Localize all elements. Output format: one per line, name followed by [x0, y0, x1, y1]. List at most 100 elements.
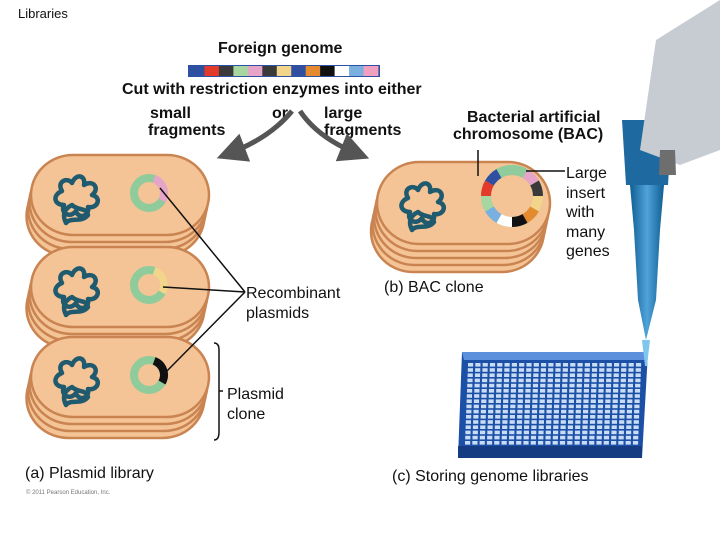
plate-well — [577, 363, 583, 367]
plate-well — [489, 373, 495, 377]
plate-well — [620, 373, 627, 377]
plate-well — [488, 394, 494, 398]
copyright-text: © 2011 Pearson Education, Inc. — [26, 490, 111, 496]
plate-well — [599, 368, 605, 372]
plate-well — [597, 420, 603, 424]
plate-well — [577, 373, 583, 377]
plate-well — [531, 415, 537, 419]
plate-well — [569, 394, 575, 398]
plate-well — [618, 441, 624, 445]
genome-segment — [363, 66, 379, 76]
plate-well — [568, 409, 574, 414]
plate-well — [584, 378, 590, 383]
plate-well — [480, 420, 486, 424]
plate-well — [612, 399, 618, 403]
plate-well — [475, 368, 481, 372]
plate-well — [605, 383, 612, 388]
small-fragments-label: small fragments fragments — [148, 105, 226, 139]
plate-well — [494, 430, 500, 435]
plate-well — [619, 404, 625, 409]
plate-well — [538, 420, 544, 424]
plate-well — [555, 373, 561, 377]
plate-well — [481, 394, 487, 398]
plate-well — [633, 430, 639, 435]
recombinant-leader-lines — [159, 187, 246, 377]
plate-well — [504, 363, 510, 367]
genome-segment — [218, 66, 234, 76]
plate-well — [488, 404, 494, 409]
plate-well — [584, 383, 590, 388]
plate-well — [472, 435, 478, 440]
plate-well — [627, 404, 633, 409]
genome-segment — [276, 66, 292, 76]
plate-well — [540, 383, 546, 388]
plate-well — [501, 430, 508, 435]
plate-well — [531, 409, 538, 414]
plate-well — [473, 420, 479, 424]
plate-well — [633, 435, 639, 440]
microtiter-plate — [458, 352, 648, 458]
plate-well — [548, 368, 554, 372]
plate-well — [633, 420, 639, 424]
plate-well — [494, 425, 500, 429]
plate-well — [598, 399, 604, 403]
plate-well — [501, 441, 507, 445]
plate-well — [625, 435, 631, 440]
plate-well — [553, 425, 559, 429]
plate-well — [596, 430, 602, 435]
plate-well — [523, 430, 529, 435]
plate-well — [591, 389, 597, 393]
recombinant-plasmids-label: Recombinant plasmids — [246, 285, 341, 322]
plate-well — [584, 368, 590, 372]
plate-well — [561, 409, 567, 414]
plate-well — [497, 368, 503, 372]
bac-segment — [485, 169, 502, 186]
plate-well — [599, 363, 605, 367]
plate-well — [611, 430, 617, 435]
plate-well — [502, 420, 508, 424]
plate-well — [532, 404, 538, 409]
plate-well — [596, 435, 602, 440]
plate-well — [517, 394, 524, 398]
plate-well — [612, 394, 618, 398]
plate-well — [590, 404, 596, 409]
cut-instruction-label: Cut with restriction enzymes into either — [122, 81, 422, 98]
plate-well — [487, 420, 493, 424]
genome-segment — [204, 66, 220, 76]
plate-well — [635, 378, 641, 383]
plate-well — [482, 368, 488, 372]
plate-well — [516, 430, 522, 435]
plate-well — [472, 425, 479, 429]
bac-segment — [522, 206, 539, 223]
plate-well — [503, 399, 509, 403]
plate-well — [518, 383, 524, 388]
plate-well — [466, 404, 472, 409]
plate-well — [552, 441, 558, 445]
plasmid-clone-bracket — [213, 342, 223, 441]
dna-insert — [152, 357, 168, 385]
plate-well — [618, 430, 624, 435]
plate-well — [635, 373, 641, 377]
plate-well — [472, 441, 478, 445]
genome-segment — [291, 66, 307, 76]
plate-well — [540, 373, 546, 377]
plate-well — [545, 441, 551, 445]
plate-well — [524, 425, 530, 429]
plate-well — [634, 404, 640, 409]
plate-well — [598, 378, 604, 383]
bac-segment — [511, 214, 528, 227]
plate-well — [589, 430, 595, 435]
plate-well — [613, 383, 619, 388]
bac-segment — [530, 195, 543, 212]
plate-well — [489, 383, 495, 388]
plate-well — [511, 373, 517, 377]
plate-well — [589, 420, 596, 424]
plate-well — [568, 399, 574, 403]
plate-well — [612, 404, 618, 409]
plate-well — [561, 399, 567, 403]
plate-well — [525, 389, 531, 393]
plate-well — [633, 425, 639, 429]
plate-well — [467, 389, 473, 393]
small-fragments-arrow — [216, 109, 294, 162]
plate-well — [540, 378, 546, 383]
